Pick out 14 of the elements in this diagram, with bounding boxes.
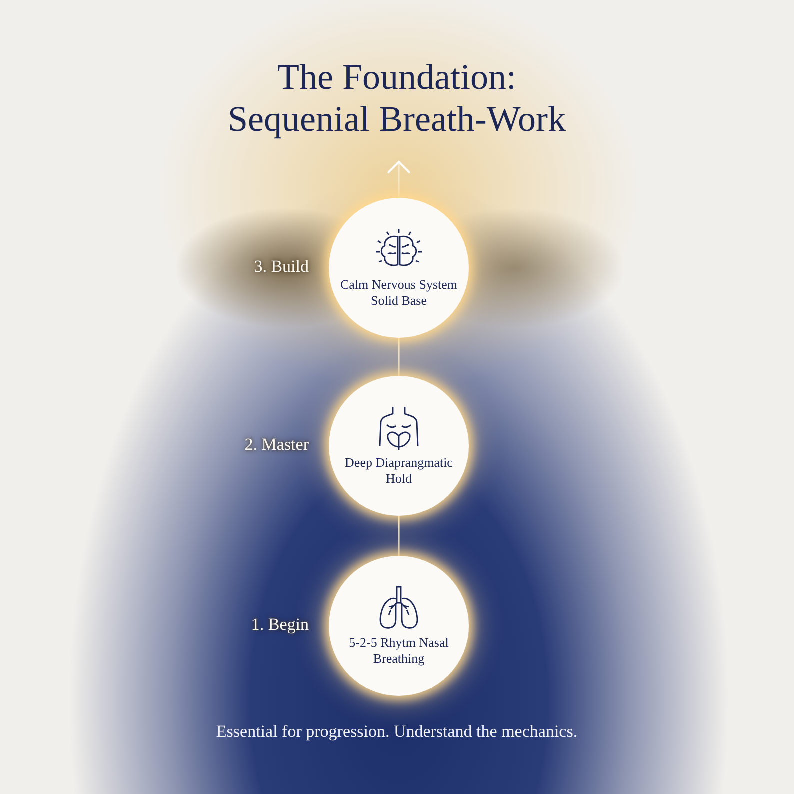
title: The Foundation: Sequenial Breath-Work xyxy=(227,56,567,140)
step-text: Deep Diaprangmatic Hold xyxy=(344,455,454,487)
arrow xyxy=(387,161,411,198)
step-circle xyxy=(329,556,469,696)
step-label: 3. Build xyxy=(253,257,309,277)
step-label: 1. Begin xyxy=(250,615,309,635)
connector-line xyxy=(398,338,400,376)
step-circle xyxy=(329,198,469,338)
step-circle xyxy=(329,376,469,516)
caption: Essential for progression. Understand the mechanics. xyxy=(215,722,579,742)
step-text: 5-2-5 Rhytm Nasal Breathing xyxy=(348,635,450,667)
connector-line xyxy=(398,516,400,556)
step-label: 2. Master xyxy=(244,435,309,455)
step-text: Calm Nervous System Solid Base xyxy=(340,277,458,309)
